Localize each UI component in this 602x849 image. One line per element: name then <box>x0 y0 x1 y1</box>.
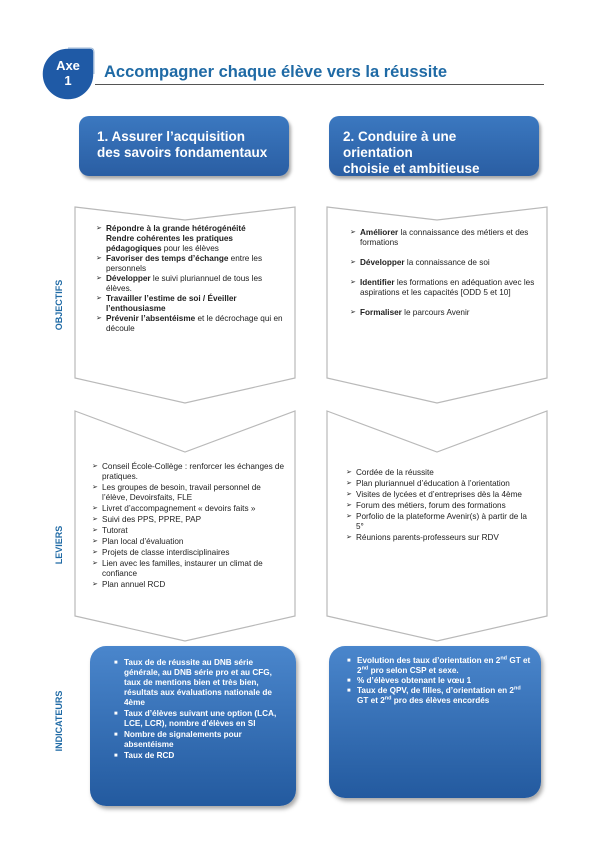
label-leviers: LEVIERS <box>54 525 64 565</box>
objective-item: Travailler l’estime de soi / Éveiller l’… <box>96 294 284 314</box>
column-header-1-line1: 1. Assurer l’acquisition <box>97 129 246 144</box>
page-title: Accompagner chaque élève vers la réussit… <box>104 63 448 81</box>
indicator-item: Nombre de signalements pour absentéisme <box>114 730 282 750</box>
lever-item: Projets de classe interdisciplinaires <box>92 548 288 558</box>
objective-item: Développer le suivi pluriannuel de tous … <box>96 274 284 294</box>
objective-item: Améliorer la connaissance des métiers et… <box>350 228 538 248</box>
objectifs-right-panel: Améliorer la connaissance des métiers et… <box>326 206 548 404</box>
chevron-shape <box>326 206 548 404</box>
badge-text: Axe 1 <box>38 58 98 88</box>
leviers-right-list: Cordée de la réussitePlan pluriannuel d’… <box>346 468 536 543</box>
badge-line-number: 1 <box>64 73 72 88</box>
objective-item: Prévenir l’absentéisme et le décrochage … <box>96 314 284 334</box>
column-header-2: 2. Conduire à une orientation choisie et… <box>329 116 539 176</box>
indicator-item: Evolution des taux d’orientation en 2nd … <box>347 656 531 676</box>
lever-item: Plan local d’évaluation <box>92 537 288 547</box>
indicateurs-right-box: Evolution des taux d’orientation en 2nd … <box>329 646 541 798</box>
objective-item: Développer la connaissance de soi <box>350 258 538 268</box>
objective-item: Formaliser le parcours Avenir <box>350 308 538 318</box>
indicator-item: Taux d’élèves suivant une option (LCA, L… <box>114 709 282 729</box>
objective-item: Identifier les formations en adéquation … <box>350 278 538 298</box>
leviers-right-panel: Cordée de la réussitePlan pluriannuel d’… <box>326 410 548 642</box>
objective-item: Rendre cohérentes les pratiques pédagogi… <box>106 234 233 253</box>
badge-shape <box>41 47 95 101</box>
lever-item: Plan pluriannuel d’éducation à l’orienta… <box>346 479 536 489</box>
lever-item: Livret d’accompagnement « devoirs faits … <box>92 504 288 514</box>
objective-item: Répondre à la grande hétérogénéité <box>96 224 284 234</box>
lever-item: Les groupes de besoin, travail personnel… <box>92 483 288 503</box>
indicator-item: Taux de RCD <box>114 751 282 761</box>
lever-item: Visites de lycées et d’entreprises dès l… <box>346 490 536 500</box>
lever-item: Forum des métiers, forum des formations <box>346 501 536 511</box>
lever-item: Porfolio de la plateforme Avenir(s) à pa… <box>346 512 536 532</box>
indicator-item: % d’élèves obtenant le vœu 1 <box>347 676 531 686</box>
objectifs-right-list: Améliorer la connaissance des métiers et… <box>350 228 538 318</box>
objectifs-left-panel: Répondre à la grande hétérogénéitéRendre… <box>74 206 296 404</box>
lever-item: Lien avec les familles, instaurer un cli… <box>92 559 288 579</box>
column-header-1: 1. Assurer l’acquisition des savoirs fon… <box>79 116 289 176</box>
column-header-1-line2: des savoirs fondamentaux <box>97 145 268 160</box>
label-indicateurs: INDICATEURS <box>54 690 64 752</box>
objectifs-left-list: Répondre à la grande hétérogénéitéRendre… <box>96 224 284 334</box>
leviers-left-panel: Conseil École-Collège : renforcer les éc… <box>74 410 296 642</box>
lever-item: Tutorat <box>92 526 288 536</box>
lever-item: Conseil École-Collège : renforcer les éc… <box>92 462 288 482</box>
indicator-item: Taux de QPV, de filles, d’orientation en… <box>347 686 531 706</box>
indicateurs-left-box: Taux de de réussite au DNB série général… <box>90 646 296 806</box>
axe-badge: Axe 1 <box>38 44 95 102</box>
lever-item: Plan annuel RCD <box>92 580 288 590</box>
lever-item: Réunions parents-professeurs sur RDV <box>346 533 536 543</box>
badge-line-axe: Axe <box>56 58 80 73</box>
lever-item: Cordée de la réussite <box>346 468 536 478</box>
label-objectifs: OBJECTIFS <box>54 279 64 331</box>
indicator-item: Taux de de réussite au DNB série général… <box>114 658 282 708</box>
leviers-left-list: Conseil École-Collège : renforcer les éc… <box>92 462 288 590</box>
objective-item: Favoriser des temps d’échange entre les … <box>96 254 284 274</box>
lever-item: Suivi des PPS, PPRE, PAP <box>92 515 288 525</box>
column-header-2-line1: 2. Conduire à une orientation <box>343 129 457 160</box>
title-divider <box>95 84 544 85</box>
column-header-2-line2: choisie et ambitieuse <box>343 161 480 176</box>
